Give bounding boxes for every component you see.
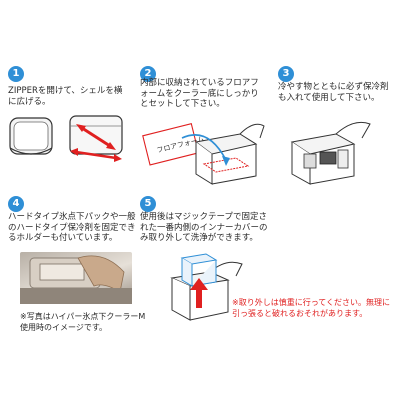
- step-2-illustration: フロアフォーム: [142, 123, 265, 185]
- step-number-badge: 3: [278, 66, 294, 82]
- step-5-illustration: [170, 253, 243, 321]
- step-number-badge: 4: [8, 196, 24, 212]
- step-4-photo: [20, 252, 132, 304]
- step-number-badge: 1: [8, 66, 24, 82]
- step-5-warning: ※取り外しは慎重に行ってください。無理に引っ張ると破れるおそれがあります。: [232, 298, 391, 318]
- step-4-note: ※写真はハイパー氷点下クーラーM使用時のイメージです。: [20, 312, 146, 332]
- step-2-text: 内部に収納されているフロアフォームをクーラー底にしっかりとセットして下さい。: [140, 78, 259, 109]
- insert-arrow-icon: [181, 134, 230, 166]
- step-5-text: 使用後はマジックテープで固定された一番内側のインナーカバーのみ取り外して洗浄がで…: [140, 212, 268, 243]
- expand-arrow-icon: [70, 124, 122, 162]
- step-4-text: ハードタイプ氷点下パックや一般のハードタイプ保冷剤を固定できるホルダーも付いてい…: [8, 212, 136, 243]
- step-number-badge: 5: [140, 196, 156, 212]
- lift-arrow-icon: [190, 278, 208, 308]
- step-1-text: ZIPPERを開けて、シェルを横に広げる。: [8, 86, 123, 107]
- step-3-text: 冷やす物とともに必ず保冷剤も入れて使用して下さい。: [278, 82, 389, 103]
- step-3-illustration: [290, 121, 371, 185]
- step-1-illustration: [9, 115, 123, 162]
- step-number-badge: 2: [140, 66, 156, 82]
